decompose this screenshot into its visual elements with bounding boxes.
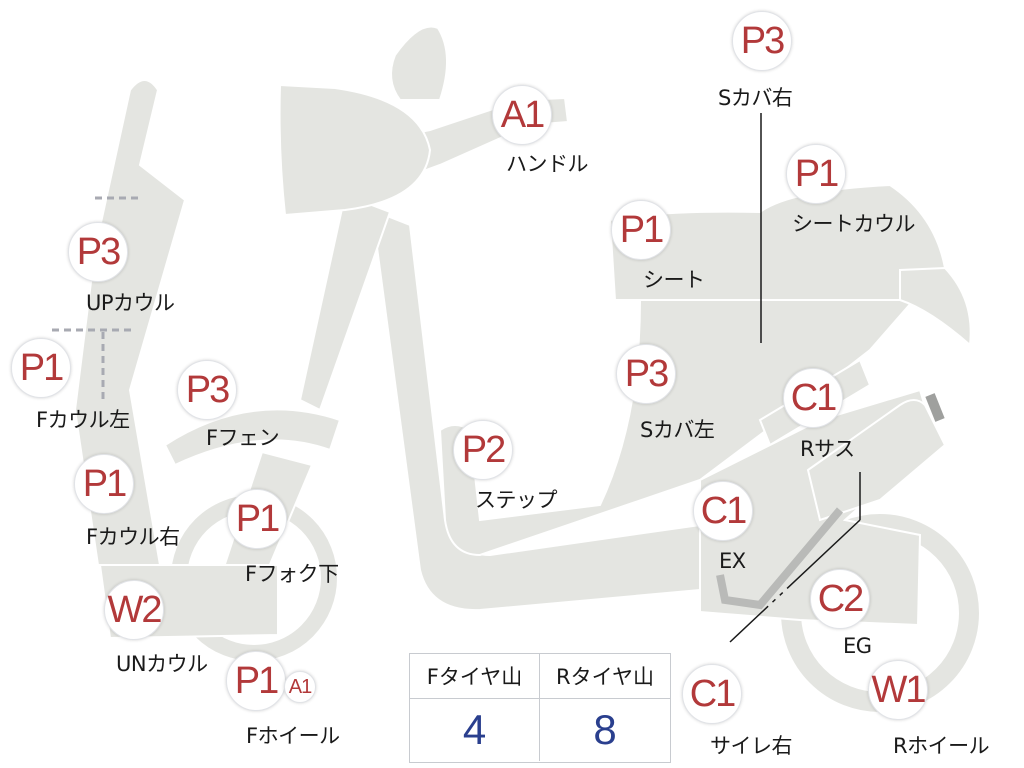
grade-badge-s-cover-left: P3 — [616, 344, 676, 404]
label-f-fork-lower: Fフォク下 — [245, 562, 339, 586]
grade-badge-f-fork-lower: P1 — [227, 489, 287, 549]
muffler-shape — [806, 399, 947, 522]
label-seat-cowl: シートカウル — [792, 212, 916, 236]
grade-badge-f-fender: P3 — [177, 360, 237, 420]
grade-badge-f-cowl-right: P1 — [74, 454, 134, 514]
tire-table-value-row: 4 8 — [410, 699, 670, 761]
label-seat: シート — [643, 268, 705, 292]
label-r-wheel: Rホイール — [893, 734, 990, 758]
grade-badge-engine: C2 — [810, 569, 870, 629]
label-r-suspension: Rサス — [800, 437, 855, 461]
grade-badge-handle: A1 — [492, 85, 552, 145]
label-f-fender: Fフェン — [206, 426, 280, 450]
headlight-shape — [278, 83, 432, 217]
grade-badge-f-wheel: P1 — [226, 651, 286, 711]
grade-badge-silencer-right: C1 — [682, 664, 742, 724]
label-up-cowl: UPカウル — [86, 291, 175, 315]
grade-badge-up-cowl: P3 — [68, 222, 128, 282]
tire-tread-table: Fタイヤ山 Rタイヤ山 4 8 — [409, 653, 671, 763]
grade-badge-exhaust: C1 — [693, 481, 753, 541]
value-front-tire: 4 — [410, 699, 540, 761]
label-silencer-right: サイレ右 — [710, 734, 793, 758]
muffler-tip-shape — [925, 393, 945, 422]
label-engine: EG — [843, 634, 872, 658]
header-front-tire: Fタイヤ山 — [410, 654, 540, 699]
grade-badge-f-cowl-left: P1 — [11, 338, 71, 398]
front-fork-shape — [298, 193, 392, 412]
leader-silencer — [729, 519, 861, 643]
grade-badge-f-wheel-extra: A1 — [284, 671, 316, 703]
tire-table-header-row: Fタイヤ山 Rタイヤ山 — [410, 654, 670, 699]
grade-badge-seat: P1 — [611, 200, 671, 260]
label-step: ステップ — [475, 488, 558, 512]
grade-badge-r-suspension: C1 — [783, 368, 843, 428]
label-f-cowl-right: Fカウル右 — [86, 525, 180, 549]
label-f-cowl-left: Fカウル左 — [36, 408, 130, 432]
grade-badge-seat-cowl: P1 — [786, 144, 846, 204]
front-fender-shape — [163, 408, 342, 467]
label-s-cover-right: Sカバ右 — [718, 86, 793, 110]
grade-badge-step: P2 — [453, 420, 513, 480]
header-rear-tire: Rタイヤ山 — [540, 654, 670, 699]
label-handle: ハンドル — [506, 152, 589, 176]
label-f-wheel: Fホイール — [246, 724, 340, 748]
front-cowl-shape — [73, 79, 187, 566]
exhaust-pipe-shape — [716, 507, 844, 610]
grade-badge-r-wheel: W1 — [868, 660, 928, 720]
value-rear-tire: 8 — [593, 706, 617, 753]
label-exhaust: EX — [719, 549, 746, 573]
grade-badge-s-cover-right: P3 — [732, 11, 792, 71]
label-un-cowl: UNカウル — [116, 652, 208, 676]
mirror-shape — [390, 25, 449, 101]
grade-badge-un-cowl: W2 — [104, 580, 164, 640]
tail-shape — [899, 266, 972, 348]
label-s-cover-left: Sカバ左 — [640, 418, 715, 442]
